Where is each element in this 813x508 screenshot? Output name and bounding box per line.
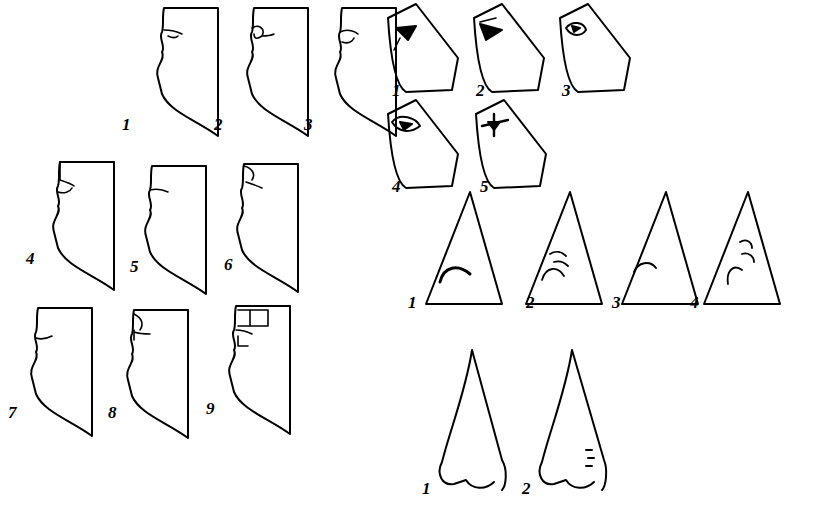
figure-number: 1 — [408, 294, 417, 311]
lip-profile — [247, 8, 308, 136]
figure-number: 2 — [526, 294, 535, 311]
lip-profile — [237, 164, 298, 292]
figure-number: 3 — [612, 294, 621, 311]
lip-profile — [229, 306, 290, 434]
figure-number: 2 — [214, 116, 223, 133]
figure-number: 7 — [8, 404, 17, 421]
eye-shape — [388, 100, 458, 188]
lip-profile — [145, 166, 206, 294]
eye-shape — [474, 4, 544, 92]
figure-number: 1 — [422, 480, 431, 497]
nose-base — [704, 192, 780, 304]
lip-profile — [157, 8, 218, 136]
figure-number: 3 — [304, 116, 313, 133]
lip-profile — [53, 162, 114, 290]
figure-number: 9 — [206, 400, 215, 417]
lip-profile — [335, 8, 396, 136]
eye-shape — [476, 100, 546, 188]
eye-shape — [560, 4, 630, 92]
figure-number: 5 — [480, 178, 489, 195]
nose-base — [622, 192, 698, 304]
figure-number: 1 — [122, 116, 131, 133]
lip-profile — [127, 310, 188, 438]
figure-number: 4 — [690, 294, 699, 311]
figure-number: 4 — [392, 178, 401, 195]
eye-shape — [388, 4, 458, 92]
figure-number: 1 — [392, 82, 401, 99]
figure-number: 2 — [476, 82, 485, 99]
figure-number: 8 — [108, 404, 117, 421]
figure-number: 6 — [224, 256, 233, 273]
nose-front — [440, 350, 506, 490]
figure-number: 3 — [562, 82, 571, 99]
nose-base — [426, 192, 502, 304]
figure-number: 2 — [522, 480, 531, 497]
lip-profile — [31, 308, 92, 436]
nose-front — [540, 350, 607, 490]
figure-number: 5 — [130, 258, 139, 275]
figure-number: 4 — [26, 250, 35, 267]
nose-base — [526, 192, 602, 304]
